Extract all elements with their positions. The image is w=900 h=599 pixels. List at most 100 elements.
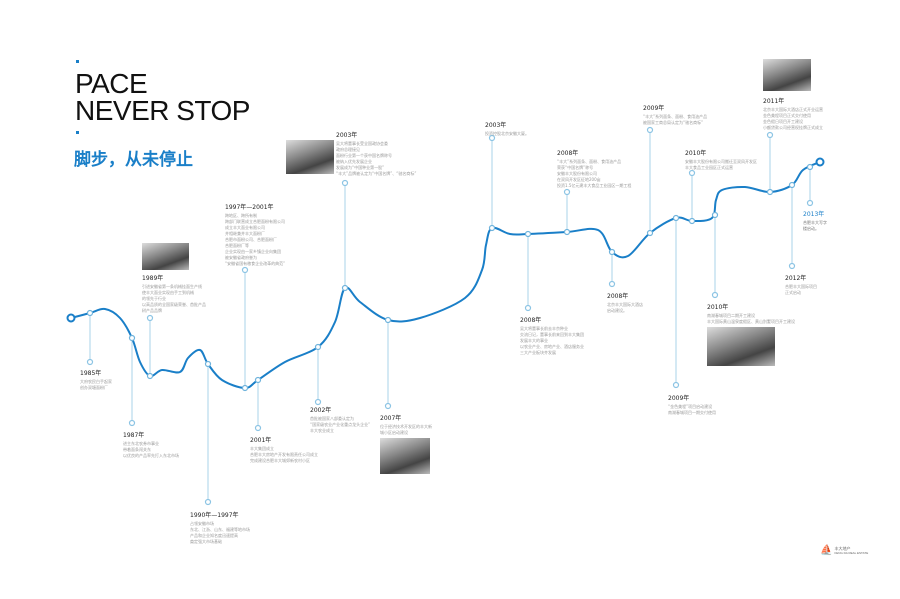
- milestone-text: 合肥丰大房地产开发有限责任公司成立: [250, 452, 318, 457]
- milestone-text: 丰大国际黄山温泉度假区、黄山别墅项目开工建设: [707, 319, 795, 324]
- milestone-year: 2009年: [668, 395, 690, 402]
- milestone-text: 以高品质的全国家级荣誉、首批产品: [142, 302, 206, 307]
- milestone-text: 吴大将董事长前去丰京种业: [520, 326, 568, 331]
- photo-2011: [763, 59, 811, 91]
- milestone-label: 2010年南湖春城项目二期开工建设丰大国际黄山温泉度假区、黄山别墅项目开工建设: [707, 302, 795, 325]
- milestone-text: 大府农民白手起家: [80, 379, 112, 384]
- milestone-year: 2003年: [336, 132, 358, 139]
- milestone-text: “丰大”系列面条、面粉、食用油产品: [643, 114, 708, 119]
- timeline-start-node: [66, 313, 76, 323]
- title-line-2: NEVER STOP: [75, 95, 250, 126]
- company-logo: ⛵ 丰大地产 FENG DA REAL ESTATE: [820, 545, 868, 556]
- milestone-text: 成立丰大面业有限公司: [225, 225, 265, 230]
- milestone-text: 城小区启动建设: [380, 430, 408, 435]
- milestone-text: 进主东北农券市事业: [123, 441, 159, 446]
- milestone-label: 2002年首批被国家八部委认定为“国家级农业产业化重点龙头企业”丰大农业成立: [310, 405, 370, 434]
- milestone-marker: [241, 266, 249, 274]
- logo-sub: FENG DA REAL ESTATE: [834, 550, 869, 555]
- milestone-year: 2012年: [785, 275, 807, 282]
- milestone-text: “丰大”系列面条、面粉、食用油产品: [557, 159, 622, 164]
- milestone-label: 2011年北京丰大国际大酒店正式开业运营金色美程项目正式交付使用金色假日项目开工…: [763, 96, 823, 131]
- milestone-text: 小额贷款公司经营权挂牌正式成立: [763, 125, 823, 130]
- milestone-node: [646, 229, 654, 237]
- milestone-marker: [341, 179, 349, 187]
- milestone-label: 2007年位于经济技术开发区的丰大新城小区启动建设: [380, 413, 432, 436]
- milestone-marker: [608, 280, 616, 288]
- milestone-marker: [314, 398, 322, 406]
- milestone-text: 投资1.5亿元建丰大食品工业园区一期工程: [557, 183, 632, 188]
- milestone-marker: [672, 381, 680, 389]
- milestone-marker: [806, 199, 814, 207]
- logo-mark-icon: ⛵: [820, 545, 833, 556]
- milestone-text: 北京丰大国际大酒店正式开业运营: [763, 107, 823, 112]
- milestone-text: 投资控股北京安徽大厦。: [485, 131, 529, 136]
- milestone-text: 丰大食品工业园区正式运营: [685, 165, 733, 170]
- milestone-label: 2003年投资控股北京安徽大厦。: [485, 120, 529, 137]
- milestone-text: 带着面条闯关东: [123, 447, 151, 452]
- milestone-text: “金色美程”项目启动建设: [668, 404, 713, 409]
- milestone-text: 树产品品牌: [142, 308, 162, 313]
- milestone-text: 占领安徽市场: [190, 521, 214, 526]
- milestone-label: 2009年 “金色美程”项目启动建设南湖春城项目一期交付使用: [668, 393, 716, 416]
- milestone-text: 位于经济技术开发区的丰大新: [380, 424, 432, 429]
- milestone-marker: [204, 498, 212, 506]
- milestone-node: [766, 188, 774, 196]
- milestone-marker: [384, 402, 392, 410]
- milestone-node: [314, 343, 322, 351]
- milestone-text: 安徽丰大股份有限公司: [557, 171, 597, 176]
- milestone-node: [711, 211, 719, 219]
- milestone-text: 丰大农业成立: [310, 428, 334, 433]
- photo-2003: [286, 140, 334, 174]
- milestone-text: 面粉行业第一个获中国名牌称号: [336, 153, 392, 158]
- milestone-text: “国家级农业产业化重点龙头企业”: [310, 422, 371, 427]
- milestone-label: 2009年“丰大”系列面条、面粉、食用油产品被国家工商总局认定为“驰名商标”: [643, 103, 707, 126]
- milestone-node: [128, 334, 136, 342]
- milestone-label: 1997年—2001年跨地区、跨所有制跨部门联营成立合肥面粉有限公司成立丰大面业…: [225, 202, 285, 267]
- milestone-text: 引进安徽省第一条机械挂面生产线: [142, 284, 202, 289]
- milestone-label: 2013年合肥丰大写字楼启动。: [803, 209, 827, 232]
- milestone-year: 1987年: [123, 432, 145, 439]
- milestone-year: 2002年: [310, 407, 332, 414]
- milestone-text: 安徽丰大股份有限公司搬迁至双凤开发区: [685, 159, 757, 164]
- milestone-marker: [254, 424, 262, 432]
- milestone-node: [86, 309, 94, 317]
- milestone-text: “丰大”品牌被认定为“中国名牌”、“驰名商标”: [336, 171, 417, 176]
- title-dot-top: [76, 60, 79, 63]
- milestone-text: 楼启动。: [803, 226, 819, 231]
- milestone-marker: [766, 131, 774, 139]
- milestone-text: 在双凤开发区征地200亩: [557, 177, 601, 182]
- photo-2010: [707, 327, 775, 366]
- milestone-year: 1989年: [142, 275, 164, 282]
- milestone-year: 1990年—1997年: [190, 512, 239, 519]
- milestone-text: 北京丰大国际大酒店: [607, 302, 643, 307]
- milestone-text: 丰大集团成立: [250, 446, 274, 451]
- milestone-text: 首批被国家八部委认定为: [310, 416, 354, 421]
- milestone-text: 荣获“中国名牌”称号: [557, 165, 594, 170]
- milestone-label: 1990年—1997年占领安徽市场东北、江浙、山东、福建等地市场产品和企业知名度…: [190, 510, 250, 545]
- milestone-node: [384, 316, 392, 324]
- milestone-label: 2001年丰大集团成立合肥丰大房地产开发有限责任公司成立完成建设合肥丰大城郊新农…: [250, 435, 318, 464]
- milestone-text: 被安徽省政府誉为: [225, 255, 257, 260]
- milestone-text: 并相继兼并丰大面粉厂: [225, 231, 265, 236]
- milestone-text: 的领先于行业: [142, 296, 166, 301]
- milestone-label: 2008年北京丰大国际大酒店启动建设。: [607, 291, 643, 314]
- milestone-text: 合肥丰大写字: [803, 220, 827, 225]
- milestone-marker: [688, 169, 696, 177]
- milestone-text: 启动建设。: [607, 308, 627, 313]
- milestone-year: 1997年—2001年: [225, 204, 274, 211]
- milestone-text: 创办双塘面粉厂: [80, 385, 108, 390]
- milestone-text: 金色假日项目开工建设: [763, 119, 803, 124]
- milestone-label: 1989年引进安徽省第一条机械挂面生产线使丰大面业实现由手工到机械的领先于行业以…: [142, 273, 206, 314]
- milestone-text: 发展丰大的事业: [520, 338, 548, 343]
- milestone-label: 2008年“丰大”系列面条、面粉、食用油产品荣获“中国名牌”称号安徽丰大股份有限…: [557, 148, 631, 189]
- page-subtitle: 脚步，从未停止: [74, 150, 193, 170]
- milestone-text: 被纳入优先发展企业: [336, 159, 372, 164]
- milestone-node: [608, 248, 616, 256]
- milestone-year: 2010年: [685, 150, 707, 157]
- milestone-text: 产品和企业知名度迅速提高: [190, 533, 238, 538]
- milestone-text: 被国家工商总局认定为“驰名商标”: [643, 120, 704, 125]
- milestone-text: 政府总理接见: [336, 147, 360, 152]
- milestone-text: 南湖春城项目一期交付使用: [668, 410, 716, 415]
- photo-1989: [142, 243, 189, 270]
